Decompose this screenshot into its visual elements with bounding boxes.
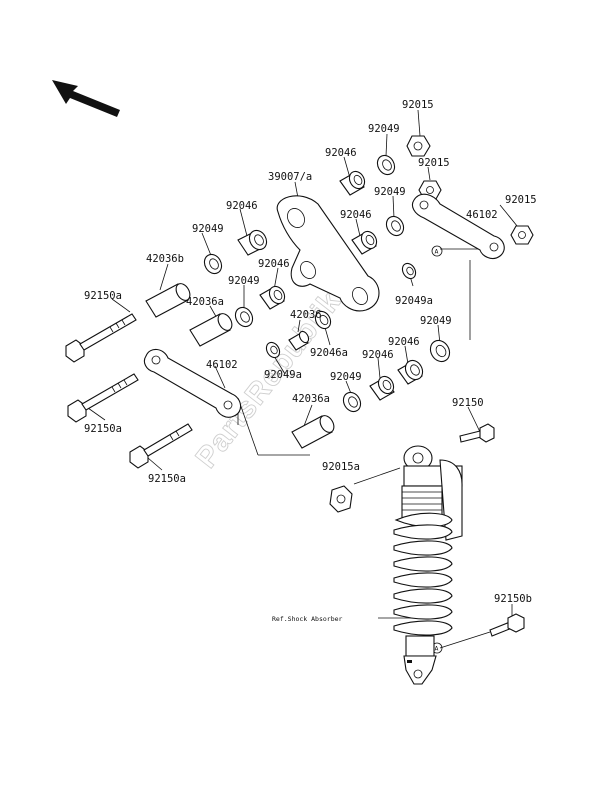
label-92049a-left: 92049a	[264, 369, 302, 381]
label-92049-left: 92049	[192, 223, 224, 235]
label-92046a: 92046a	[310, 347, 348, 359]
bearing-92046a	[314, 310, 332, 330]
label-92046-center2: 92046	[258, 258, 290, 270]
label-46102-right: 46102	[466, 209, 498, 221]
label-92049-bottom: 92049	[330, 371, 362, 383]
bearing-92046-right	[397, 359, 424, 385]
svg-text:A: A	[435, 645, 439, 653]
collar-42036a-lower	[291, 415, 335, 449]
label-92046-top: 92046	[325, 147, 357, 159]
bearing-92046-center	[351, 230, 378, 255]
leader-lines	[87, 109, 523, 649]
label-42036b: 42036b	[146, 253, 184, 265]
label-92049-right: 92049	[374, 186, 406, 198]
svg-text:A: A	[435, 248, 439, 256]
label-92049-top: 92049	[368, 123, 400, 135]
washer-92049-left	[203, 253, 223, 275]
part-labels: 92015 92049 92046 92015 39007/a 92049 92…	[84, 99, 537, 623]
tie-rod-46102-right	[411, 193, 505, 259]
label-92046-right2: 92046	[388, 336, 420, 348]
marker-a-upper: A	[431, 245, 443, 257]
washer-92049-center	[234, 306, 254, 328]
bearing-92046-top	[339, 170, 366, 196]
ref-shock-absorber-note: Ref.Shock Absorber	[272, 615, 343, 623]
tie-rod-46102-left	[143, 348, 242, 418]
collar-42036a-upper	[189, 313, 233, 347]
collar-42036b	[145, 283, 191, 318]
washer-92049a-left	[265, 341, 281, 359]
label-92049-right2: 92049	[420, 315, 452, 327]
shock-absorber	[393, 445, 463, 685]
nut-92015-top	[406, 135, 431, 157]
washer-92049a-right	[401, 262, 417, 280]
direction-arrow-icon	[52, 80, 120, 117]
bolt-92150a-3	[129, 423, 193, 469]
label-92015-mid: 92015	[418, 157, 450, 169]
washer-92049-bottom	[342, 391, 362, 413]
label-92150: 92150	[452, 397, 484, 409]
label-42036: 42036	[290, 309, 322, 321]
bearing-92046-center2	[259, 285, 286, 310]
bolt-92150a-2	[67, 373, 139, 423]
label-92049a-right: 92049a	[395, 295, 433, 307]
bearing-92046-left	[237, 229, 268, 256]
label-92015-right: 92015	[505, 194, 537, 206]
washer-92049-top	[376, 154, 396, 176]
label-39007a: 39007/a	[268, 171, 312, 183]
label-92150a-1: 92150a	[84, 290, 122, 302]
rocker-arm-39007	[276, 195, 380, 312]
washer-92049-right2	[429, 339, 451, 363]
label-92015-top: 92015	[402, 99, 434, 111]
label-92150a-2: 92150a	[84, 423, 122, 435]
label-42036a-upper: 42036a	[186, 296, 224, 308]
label-92046-left: 92046	[226, 200, 258, 212]
label-92046-center: 92046	[340, 209, 372, 221]
label-92049-center: 92049	[228, 275, 260, 287]
washer-92049-right	[385, 215, 405, 237]
label-92015a: 92015a	[322, 461, 360, 473]
label-92150a-3: 92150a	[148, 473, 186, 485]
bolt-92150b	[489, 613, 525, 637]
bolt-92150	[459, 423, 495, 443]
label-46102-left: 46102	[206, 359, 238, 371]
bearing-92046-bottom	[369, 375, 395, 401]
nut-92015-right	[510, 225, 534, 245]
label-42036a-lower: 42036a	[292, 393, 330, 405]
bolt-92150a-1	[65, 313, 137, 363]
collar-42036	[288, 330, 310, 351]
label-92150b: 92150b	[494, 593, 532, 605]
nut-92015a	[329, 485, 353, 513]
label-92046-bottom: 92046	[362, 349, 394, 361]
